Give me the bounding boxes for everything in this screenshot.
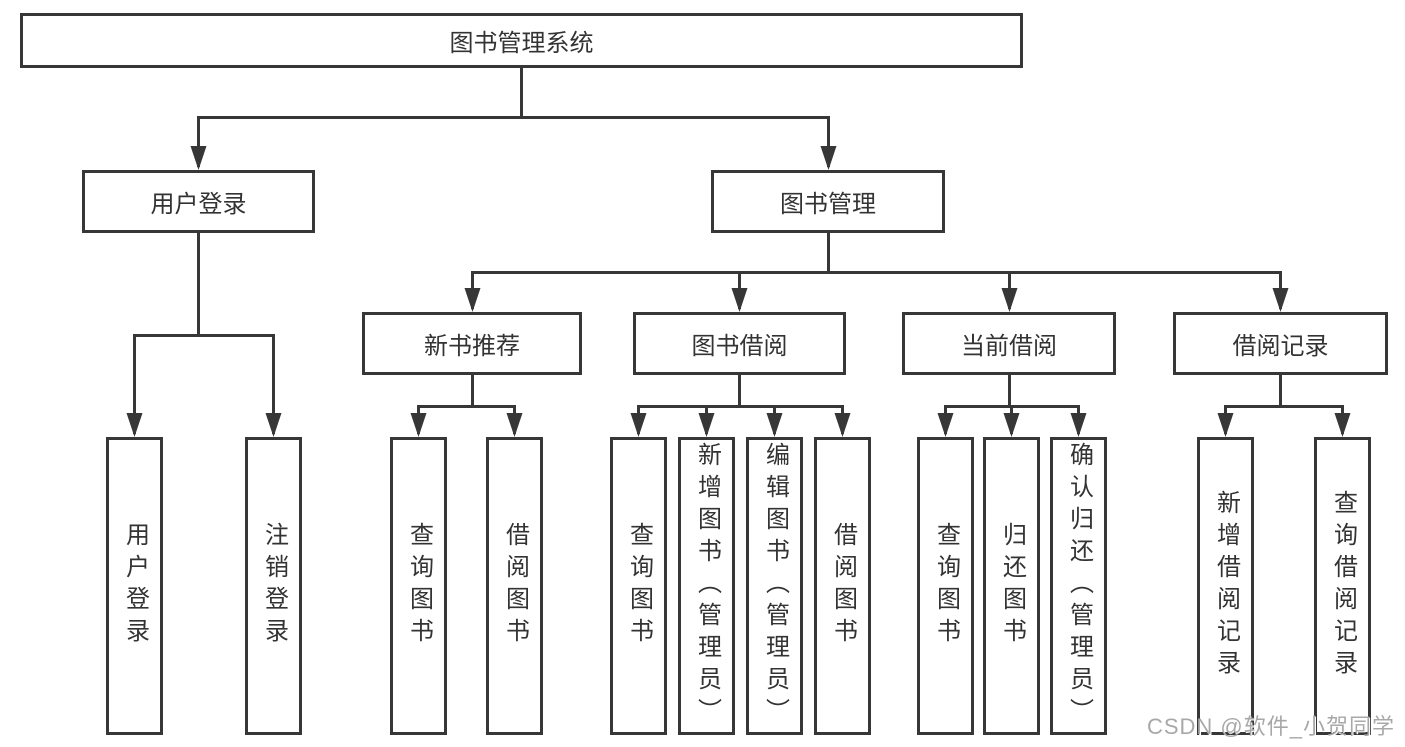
arrowhead	[1217, 413, 1234, 437]
leaf-return-books-label: 归还图书	[998, 522, 1026, 650]
connector-root	[197, 66, 830, 167]
node-user-login: 用户登录	[82, 170, 315, 233]
leaf-query-books-current: 查询图书	[917, 437, 974, 735]
leaf-edit-books-admin-label: 编辑图书（管理员）	[761, 442, 789, 730]
connector-new-book	[417, 374, 516, 434]
node-book-borrowing: 图书借阅	[633, 312, 846, 375]
arrowhead	[506, 413, 523, 437]
node-root: 图书管理系统	[20, 13, 1023, 68]
arrowhead	[410, 413, 427, 437]
arrowhead	[190, 146, 207, 170]
node-user-login-label: 用户登录	[150, 191, 247, 218]
arrowhead	[464, 288, 481, 312]
leaf-borrow-books-borrowing-label: 借阅图书	[829, 522, 857, 650]
connector-user-login	[133, 232, 275, 434]
arrowhead	[766, 413, 783, 437]
node-new-book-recommendation: 新书推荐	[362, 312, 582, 375]
leaf-query-books-borrowing-label: 查询图书	[625, 522, 653, 650]
leaf-query-borrow-record: 查询借阅记录	[1314, 437, 1371, 735]
leaf-add-books-admin-label: 新增图书（管理员）	[693, 442, 721, 730]
node-book-management: 图书管理	[711, 170, 945, 233]
leaf-logout-label: 注销登录	[260, 522, 288, 650]
arrowhead	[698, 413, 715, 437]
node-new-book-recommendation-label: 新书推荐	[424, 333, 520, 360]
leaf-query-books-recommend-label: 查询图书	[405, 522, 433, 650]
arrowhead	[731, 288, 748, 312]
leaf-user-login-label: 用户登录	[121, 522, 149, 650]
arrowhead	[126, 413, 143, 437]
node-root-label: 图书管理系统	[449, 30, 594, 57]
leaf-borrow-books-recommend: 借阅图书	[486, 437, 543, 735]
arrowhead	[630, 413, 647, 437]
node-book-borrowing-label: 图书借阅	[691, 333, 788, 360]
connector-borrowing	[637, 374, 844, 434]
node-borrowing-records-label: 借阅记录	[1232, 333, 1329, 360]
leaf-query-books-current-label: 查询图书	[932, 522, 960, 650]
arrowhead	[265, 413, 282, 437]
leaf-logout: 注销登录	[245, 437, 302, 735]
node-book-management-label: 图书管理	[780, 191, 876, 218]
arrowhead	[834, 413, 851, 437]
node-current-borrowing-label: 当前借阅	[961, 333, 1057, 360]
node-borrowing-records: 借阅记录	[1173, 312, 1388, 375]
leaf-edit-books-admin: 编辑图书（管理员）	[746, 437, 803, 735]
leaf-add-borrow-record-label: 新增借阅记录	[1212, 490, 1240, 682]
arrowhead	[1334, 413, 1351, 437]
arrowhead	[1001, 288, 1018, 312]
leaf-confirm-return-admin: 确认归还（管理员）	[1050, 437, 1107, 735]
connector-records	[1224, 374, 1344, 434]
leaf-query-borrow-record-label: 查询借阅记录	[1329, 490, 1357, 682]
leaf-query-books-borrowing: 查询图书	[610, 437, 667, 735]
leaf-borrow-books-recommend-label: 借阅图书	[501, 522, 529, 650]
leaf-return-books: 归还图书	[983, 437, 1040, 735]
leaf-add-borrow-record: 新增借阅记录	[1197, 437, 1254, 735]
arrowhead	[1003, 413, 1020, 437]
leaf-query-books-recommend: 查询图书	[390, 437, 447, 735]
watermark: CSDN @软件_小贺同学	[1146, 714, 1395, 739]
arrowhead	[820, 146, 837, 170]
arrowhead	[937, 413, 954, 437]
leaf-borrow-books-borrowing: 借阅图书	[814, 437, 871, 735]
node-current-borrowing: 当前借阅	[902, 312, 1116, 375]
arrowhead	[1272, 288, 1289, 312]
connector-book-management	[471, 232, 1282, 309]
leaf-user-login: 用户登录	[106, 437, 163, 735]
leaf-add-books-admin: 新增图书（管理员）	[678, 437, 735, 735]
arrowhead	[1070, 413, 1087, 437]
leaf-confirm-return-admin-label: 确认归还（管理员）	[1065, 442, 1093, 730]
